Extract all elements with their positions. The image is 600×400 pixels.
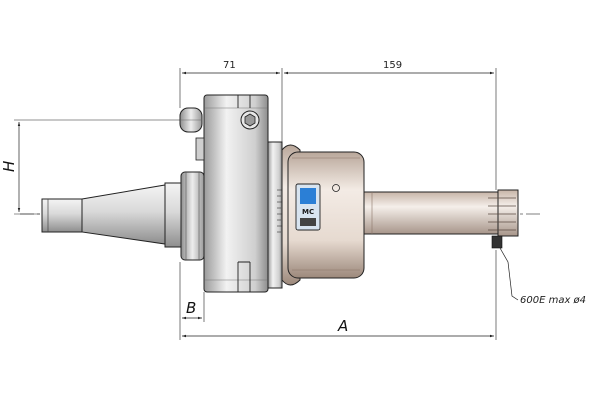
boring-head-body (277, 144, 365, 286)
boring-bar (363, 189, 519, 249)
adjusting-pin (179, 107, 203, 133)
dimension-a-label: A (337, 317, 348, 335)
dimension-71: 71 (179, 60, 283, 142)
brand-label: MC (295, 183, 321, 231)
insert-callout: 600E max ø4 (499, 247, 586, 306)
main-flange (195, 94, 283, 293)
dimension-h-label: H (0, 161, 18, 172)
taper-shank (41, 182, 182, 248)
dimension-h: H (0, 119, 180, 215)
dimension-159-value: 159 (383, 60, 402, 71)
insert-callout-text: 600E max ø4 (520, 295, 586, 306)
dimension-b: B (179, 262, 205, 340)
hex-socket-screw (240, 110, 260, 130)
dimension-b-label: B (186, 299, 196, 317)
dimension-a: A (182, 250, 497, 340)
locking-ring (180, 171, 205, 261)
brand-logo-text: MC (302, 208, 314, 216)
dimension-71-value: 71 (223, 60, 236, 71)
dimension-159: 159 (284, 60, 497, 190)
